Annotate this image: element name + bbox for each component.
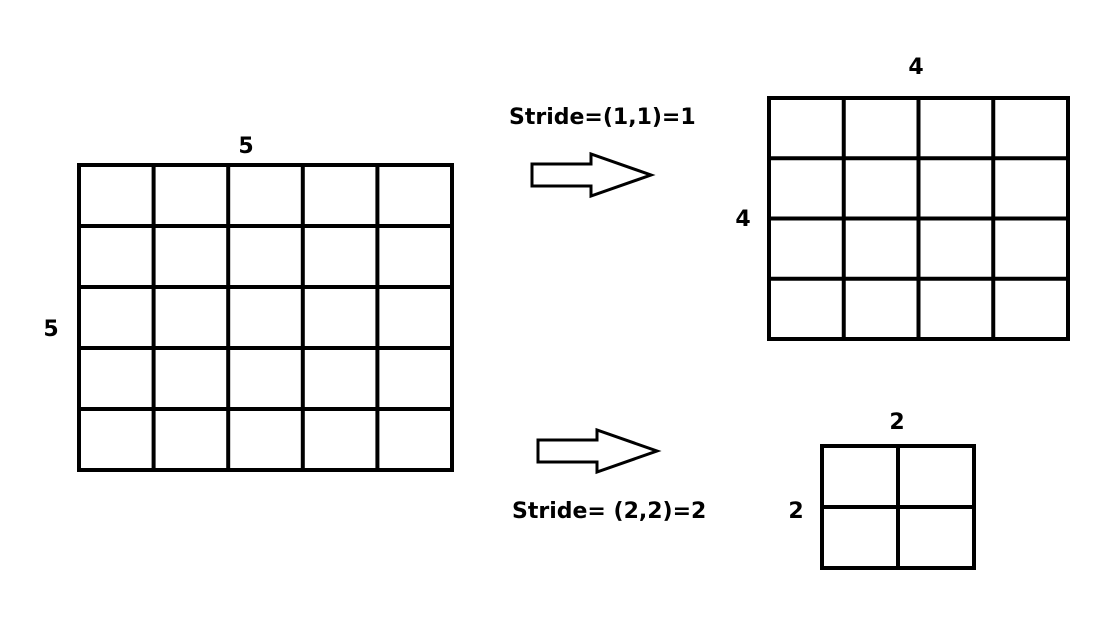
output2-height-label: 2 xyxy=(788,499,803,524)
output2-width-label: 2 xyxy=(889,410,904,435)
stride2-label: Stride= (2,2)=2 xyxy=(512,499,706,524)
input-grid-border xyxy=(77,163,454,472)
stride1-label: Stride=(1,1)=1 xyxy=(509,105,696,130)
output1-width-label: 4 xyxy=(908,55,923,80)
arrow-stride1-icon xyxy=(530,151,656,199)
input-grid xyxy=(77,163,454,472)
arrow-stride2-icon xyxy=(536,427,662,475)
output1-height-label: 4 xyxy=(735,207,750,232)
output-grid-stride2 xyxy=(820,444,976,570)
output-grid-stride1 xyxy=(767,96,1070,341)
input-height-label: 5 xyxy=(43,317,58,342)
input-width-label: 5 xyxy=(238,134,253,159)
